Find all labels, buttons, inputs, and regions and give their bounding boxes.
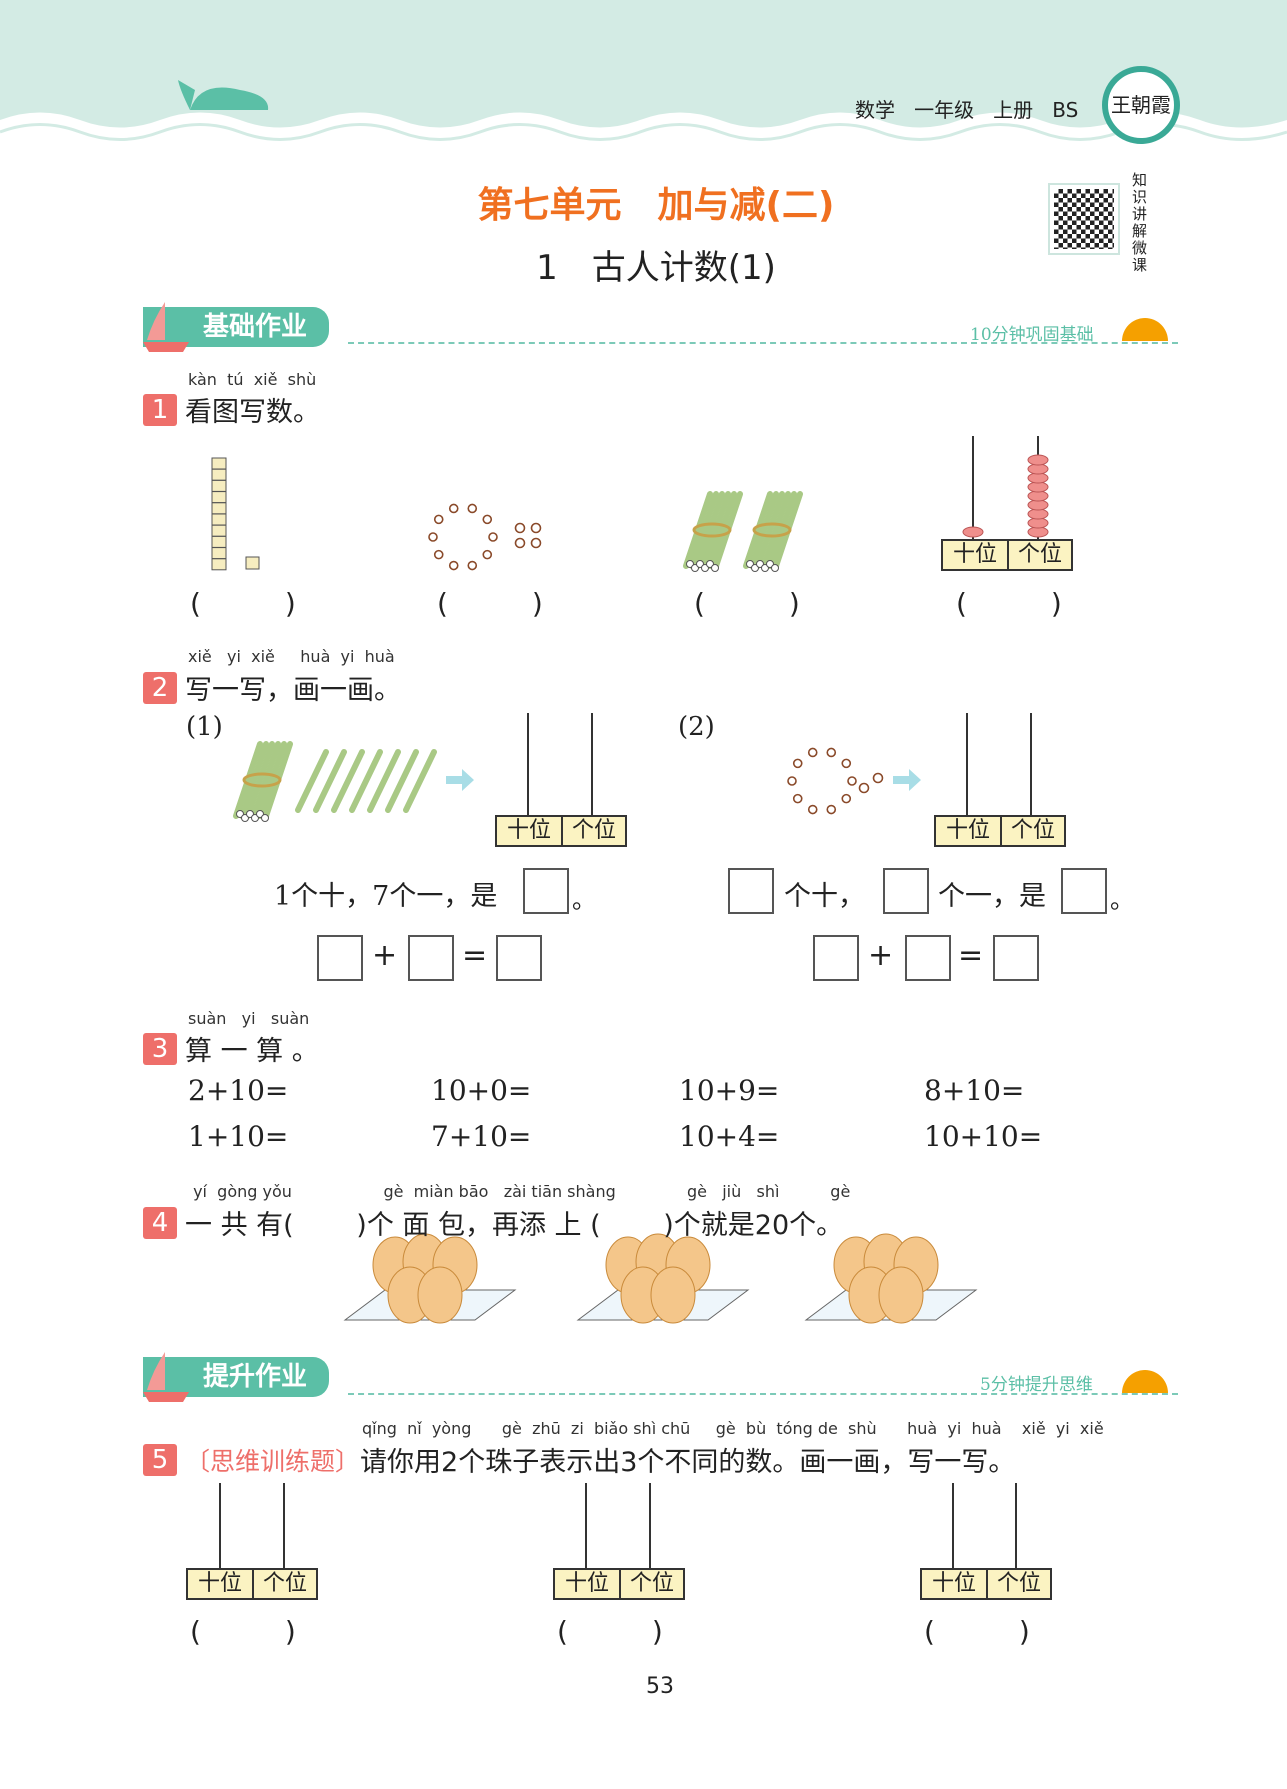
equation: 7+10= <box>431 1120 532 1153</box>
page-number: 53 <box>646 1674 674 1699</box>
q2-sentence-2a: 个十， <box>784 881 865 912</box>
sailboat-icon <box>143 302 189 352</box>
divider <box>348 1393 1178 1395</box>
q4-pinyin: yí gòng yǒu gè miàn bāo zài tiān shàng g… <box>188 1182 851 1201</box>
q5-answer[interactable]: ( ) <box>557 1615 663 1648</box>
q5-abacus-label: 十位个位 <box>920 1568 1052 1600</box>
q1-pinyin: kàn tú xiě shù <box>188 370 317 389</box>
equation: 10+9= <box>679 1074 780 1107</box>
q2-part1-label: (1) <box>186 712 223 742</box>
sun-icon <box>1122 1370 1168 1393</box>
brand-logo: 王朝霞 <box>1102 66 1180 144</box>
q1-answer-1[interactable]: ( ) <box>190 587 296 620</box>
q2-answer-box[interactable] <box>1061 868 1107 914</box>
q1-answer-3[interactable]: ( ) <box>694 587 800 620</box>
eq-box[interactable] <box>408 935 454 981</box>
q5-answer[interactable]: ( ) <box>924 1615 1030 1648</box>
abacus-rod <box>219 1483 221 1569</box>
eq-box[interactable] <box>813 935 859 981</box>
plus: + <box>868 938 894 973</box>
divider <box>348 342 1178 344</box>
sun-icon <box>1122 318 1168 341</box>
q5-abacus-label: 十位个位 <box>553 1568 685 1600</box>
whale-icon <box>178 80 269 110</box>
q2-answer-box[interactable] <box>883 868 929 914</box>
qr-caption: 知识讲解微课 <box>1132 171 1148 274</box>
section-basic-time: 10分钟巩固基础 <box>970 325 1094 345</box>
abacus-icon <box>962 436 1049 539</box>
abacus-rod <box>591 713 593 817</box>
equation: 8+10= <box>924 1074 1025 1107</box>
sticks-icon <box>233 741 437 822</box>
book-info: 数学 一年级 上册 BS <box>855 98 1079 122</box>
abacus-rod <box>527 713 529 817</box>
bead-ring-icon <box>428 503 542 571</box>
qr-code[interactable] <box>1048 183 1120 255</box>
eq-box[interactable] <box>905 935 951 981</box>
q5-abacus-label: 十位个位 <box>186 1568 318 1600</box>
equation: 10+4= <box>679 1120 780 1153</box>
q5-answer[interactable]: ( ) <box>190 1615 296 1648</box>
q5-pinyin: qǐng nǐ yòng gè zhū zi biǎo shì chū gè b… <box>362 1419 1104 1438</box>
abacus-rod <box>966 713 968 817</box>
sailboat-icon <box>143 1352 189 1402</box>
arrow-icon <box>446 769 921 791</box>
eq-box[interactable] <box>993 935 1039 981</box>
bread-tray-icon <box>343 1233 978 1324</box>
equals: = <box>462 938 488 973</box>
q2-pinyin: xiě yi xiě huà yi huà <box>188 647 395 666</box>
equation: 1+10= <box>188 1120 289 1153</box>
header-band <box>0 0 1287 150</box>
stick-bundle-icon <box>683 491 803 572</box>
eq-box[interactable] <box>496 935 542 981</box>
equation: 2+10= <box>188 1074 289 1107</box>
period: 。 <box>572 886 596 914</box>
q1-answer-2[interactable]: ( ) <box>437 587 543 620</box>
q2-answer-box[interactable] <box>523 868 569 914</box>
unit-title: 第七单元 加与减(二) <box>477 185 835 226</box>
q1-answer-4[interactable]: ( ) <box>956 587 1062 620</box>
abacus-rod <box>952 1483 954 1569</box>
equation: 10+10= <box>924 1120 1043 1153</box>
q2-sentence-2b: 个一，是 <box>938 881 1046 912</box>
q2-abacus-label-2: 十位个位 <box>934 815 1066 847</box>
section-advanced-banner: 提升作业 <box>143 1352 330 1402</box>
abacus-rod <box>283 1483 285 1569</box>
section-basic-banner: 基础作业 <box>143 302 330 352</box>
bead-ring-icon <box>787 747 884 815</box>
section-advanced-time: 5分钟提升思维 <box>980 1375 1093 1395</box>
abacus-rod <box>649 1483 651 1569</box>
lesson-title: 1 古人计数(1) <box>536 248 776 288</box>
q3-pinyin: suàn yi suàn <box>188 1009 310 1028</box>
plus: + <box>372 938 398 973</box>
equation: 10+0= <box>431 1074 532 1107</box>
q1-abacus-label: 十位个位 <box>941 539 1073 571</box>
abacus-rod <box>1030 713 1032 817</box>
eq-box[interactable] <box>317 935 363 981</box>
abacus-rod <box>1015 1483 1017 1569</box>
q2-abacus-label-1: 十位个位 <box>495 815 627 847</box>
q2-sentence-1: 1个十，7个一，是 <box>274 881 498 912</box>
q2-answer-box[interactable] <box>728 868 774 914</box>
q2-part2-label: (2) <box>678 712 715 742</box>
period: 。 <box>1110 886 1134 914</box>
cubes-icon <box>211 457 260 571</box>
abacus-rod <box>585 1483 587 1569</box>
q5-title: 5〔思维训练题〕请你用2个珠子表示出3个不同的数。画一画，写一写。 <box>143 1440 1015 1479</box>
equals: = <box>958 938 984 973</box>
